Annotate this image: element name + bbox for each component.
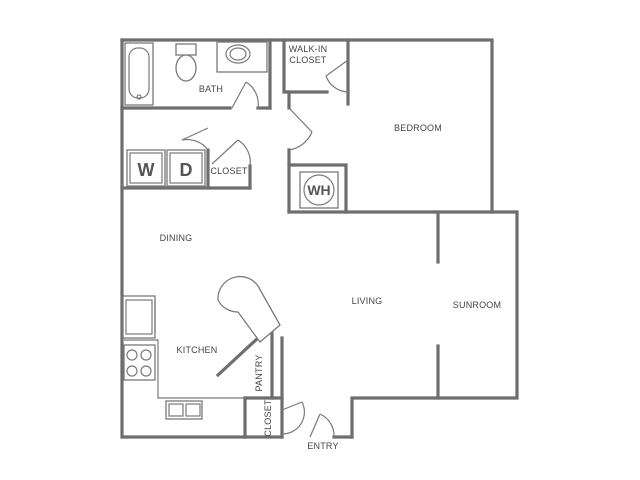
room-labels: BATH WALK-IN CLOSET BEDROOM CLOSET DININ… — [160, 44, 501, 451]
water-heater: WH — [299, 171, 339, 209]
walk-in-closet-door — [325, 59, 349, 93]
label-living: LIVING — [352, 296, 383, 306]
washer: W — [126, 149, 166, 187]
label-bedroom: BEDROOM — [394, 123, 442, 133]
dryer-label: D — [180, 160, 193, 180]
kitchen-counter — [124, 339, 245, 399]
washer-label: W — [138, 160, 155, 180]
kitchen-island — [217, 275, 281, 343]
exterior-walls — [120, 38, 519, 439]
label-pantry: PANTRY — [254, 355, 264, 392]
toilet — [175, 43, 197, 82]
water-heater-label: WH — [307, 182, 330, 198]
label-entry-closet: CLOSET — [263, 399, 273, 437]
entry-door — [309, 413, 335, 438]
laundry-door — [181, 127, 209, 151]
label-dining: DINING — [160, 233, 193, 243]
label-laundry-closet: CLOSET — [210, 166, 248, 176]
stove — [123, 344, 156, 381]
dryer: D — [166, 149, 206, 187]
sink — [216, 41, 268, 73]
laundry-closet-door — [211, 139, 251, 167]
label-bath: BATH — [199, 84, 223, 94]
interior-walls — [120, 38, 494, 439]
bathtub — [124, 42, 154, 106]
entry-closet-door — [281, 401, 305, 435]
label-walk-in-closet-line2: CLOSET — [289, 55, 327, 65]
label-entry: ENTRY — [307, 441, 338, 451]
label-sunroom: SUNROOM — [453, 300, 501, 310]
label-walk-in-closet-line1: WALK-IN — [289, 44, 328, 54]
bath-door — [231, 81, 259, 109]
label-kitchen: KITCHEN — [177, 345, 218, 355]
bedroom-door — [288, 107, 313, 151]
kitchen-sink — [165, 400, 203, 420]
refrigerator — [122, 295, 156, 339]
